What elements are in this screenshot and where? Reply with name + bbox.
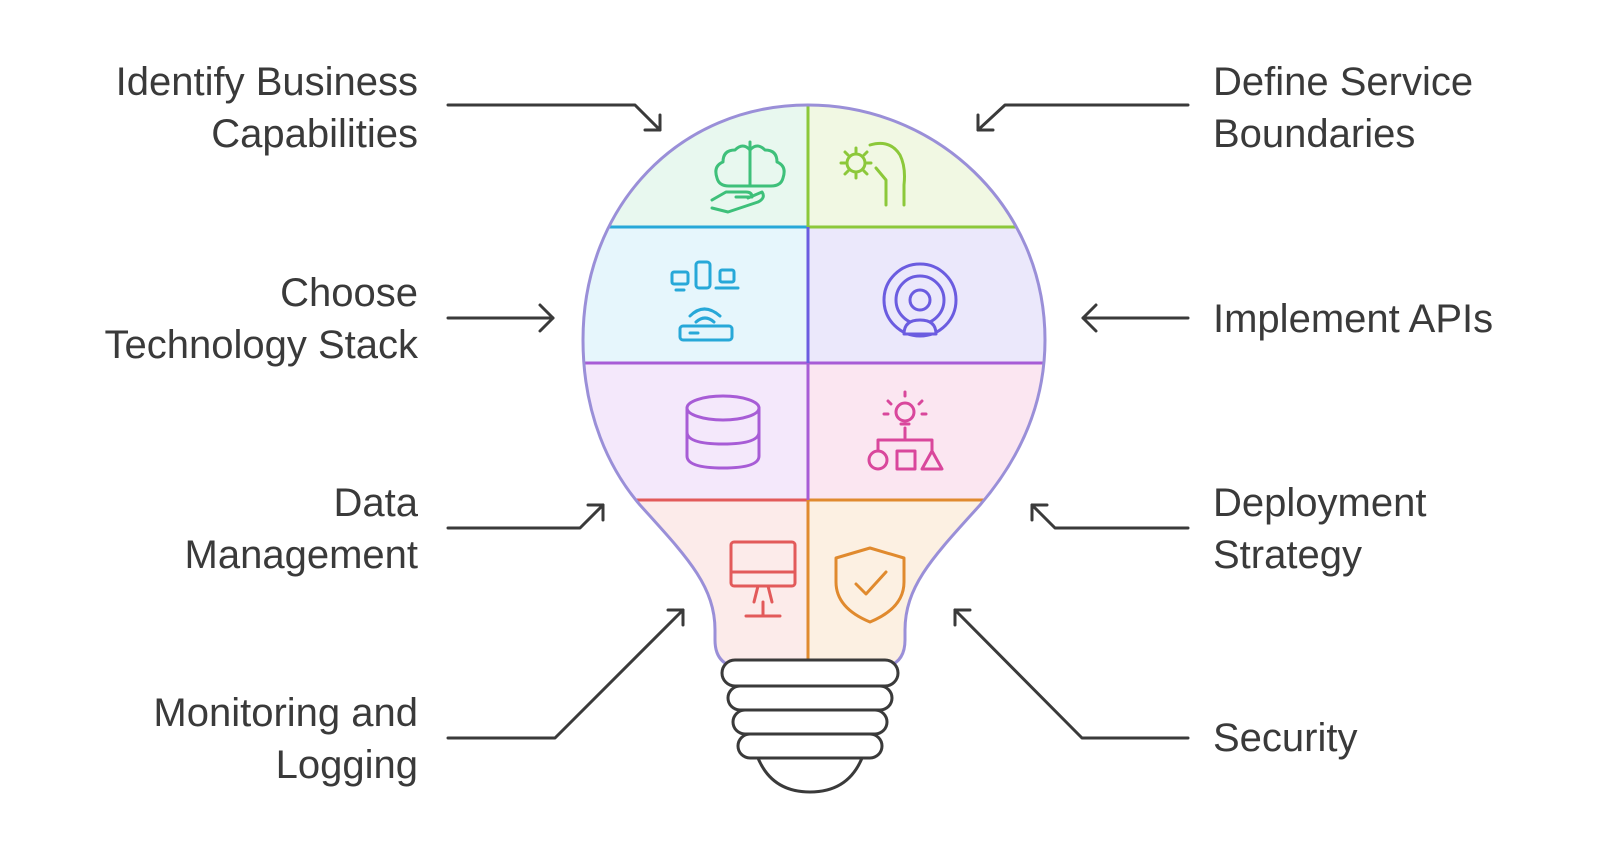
database-icon: [685, 394, 761, 470]
label-line: Define Service: [1213, 60, 1474, 104]
segment-define: [808, 105, 1045, 227]
segment-monitoring: [583, 500, 808, 668]
arrow-monitoring: [446, 608, 685, 740]
shield-check-icon: [834, 546, 906, 624]
segment-security: [808, 500, 1045, 668]
segment-deployment: [808, 363, 1045, 500]
label-identify-business-capabilities: Identify Business Capabilities: [116, 56, 418, 160]
label-choose-technology-stack: Choose Technology Stack: [104, 267, 418, 371]
arrow-data: [446, 503, 605, 530]
label-line: Deployment: [1213, 481, 1427, 525]
label-line: Management: [184, 533, 418, 577]
label-line: Choose: [280, 271, 418, 315]
broadcast-user-icon: [882, 262, 958, 338]
label-define-service-boundaries: Define Service Boundaries: [1213, 56, 1473, 160]
label-monitoring-and-logging: Monitoring and Logging: [153, 687, 418, 791]
label-line: Security: [1213, 716, 1358, 760]
label-data-management: Data Management: [185, 477, 418, 581]
label-line: Capabilities: [211, 112, 418, 156]
label-implement-apis: Implement APIs: [1213, 293, 1493, 345]
segment-choose: [583, 227, 808, 363]
label-security: Security: [1213, 712, 1358, 764]
flowchart-bulb-icon: [867, 390, 944, 471]
arrow-identify: [446, 103, 662, 132]
label-line: Identify Business: [115, 60, 418, 104]
gear-hand-icon: [839, 141, 906, 207]
label-line: Boundaries: [1213, 112, 1416, 156]
monitor-icon: [729, 540, 797, 618]
segment-implement: [808, 227, 1045, 363]
brain-hand-icon: [710, 140, 786, 214]
bulb-base: [720, 658, 900, 794]
arrow-define: [976, 103, 1190, 132]
label-line: Strategy: [1213, 533, 1362, 577]
segment-identify: [583, 105, 808, 227]
label-deployment-strategy: Deployment Strategy: [1213, 477, 1426, 581]
label-line: Logging: [275, 743, 418, 787]
label-line: Implement APIs: [1213, 297, 1494, 341]
connector-arrows: [446, 103, 1190, 740]
arrow-deployment: [1030, 503, 1190, 530]
label-line: Technology Stack: [104, 323, 418, 367]
label-line: Data: [333, 481, 419, 525]
label-line: Monitoring and: [153, 691, 418, 735]
network-devices-icon: [670, 260, 740, 342]
arrow-security: [953, 608, 1190, 740]
